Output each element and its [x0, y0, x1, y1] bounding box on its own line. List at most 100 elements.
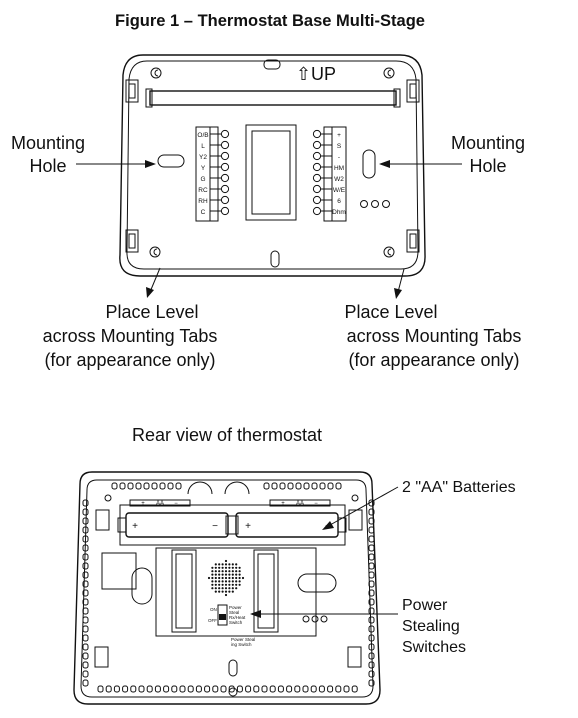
- terminal-screw-icon: [312, 151, 322, 161]
- switch-leader: [250, 610, 398, 618]
- battery-right: [235, 512, 339, 538]
- left-terminal-label: L: [201, 143, 205, 150]
- battery-callout-label: 2 "AA" Batteries: [402, 479, 516, 496]
- right-terminal-label: 6: [337, 198, 341, 205]
- right-level-label-line2: across Mounting Tabs: [347, 326, 522, 346]
- terminal-screw-icon: [220, 140, 230, 150]
- base-outline: [119, 54, 426, 277]
- switch-callout-line2: Stealing: [402, 618, 460, 635]
- thermostat-base: ⇧UP: [119, 54, 426, 277]
- battery-text-left: AA: [156, 501, 164, 507]
- right-level-leader: [394, 268, 405, 299]
- left-terminal-label: O/B: [197, 132, 208, 139]
- battery-minus-right-text: −: [314, 501, 318, 507]
- battery-minus-left-text: −: [174, 501, 178, 507]
- left-level-leader: [146, 267, 161, 298]
- terminal-screw-icon: [220, 195, 230, 205]
- battery-leader: [322, 486, 399, 530]
- left-level-label-line2: across Mounting Tabs: [43, 326, 218, 346]
- terminal-screw-icon: [312, 173, 322, 183]
- terminal-screw-icon: [220, 206, 230, 216]
- left-level-label-line3: (for appearance only): [44, 350, 215, 370]
- left-hole-leader: [76, 160, 156, 168]
- left-terminal-label: RC: [198, 187, 208, 194]
- rear-left-square: [101, 552, 137, 590]
- left-terminal-label: Y2: [199, 154, 207, 161]
- corner-screw-icons: [149, 67, 395, 258]
- terminal-screw-icon: [220, 129, 230, 139]
- terminal-screw-icon: [220, 151, 230, 161]
- right-hole-label-line1: Mounting: [451, 133, 525, 153]
- left-level-label-line1: Place Level: [105, 302, 198, 322]
- rear-left-oval: [131, 567, 153, 605]
- power-stealing-switch-block: ON OFF Power Steal Rx/Heat Switch: [208, 604, 246, 626]
- rear-outline: [73, 471, 381, 705]
- right-hole-label-line2: Hole: [469, 156, 506, 176]
- terminal-screw-icon: [312, 129, 322, 139]
- terminal-screw-icon: [220, 162, 230, 172]
- left-hole-label-line1: Mounting: [11, 133, 85, 153]
- switch-callout-line3: Switches: [402, 639, 466, 656]
- terminal-screw-icon: [220, 184, 230, 194]
- right-terminal-label: S: [337, 143, 342, 150]
- base-inner-outline: [126, 60, 419, 270]
- right-terminal-label: W2: [334, 176, 344, 183]
- battery-text-right: AA: [296, 501, 304, 507]
- battery-plus-left-end-text: +: [132, 521, 138, 532]
- center-window-inner: [251, 130, 291, 215]
- center-window-outer: [245, 124, 297, 221]
- switch-name-label: Rx/Heat: [229, 615, 246, 620]
- left-terminal-label: Y: [201, 165, 206, 172]
- top-bumps: [104, 481, 359, 502]
- rear-indicator-dots: [302, 615, 328, 623]
- terminal-screw-icon: [312, 140, 322, 150]
- rear-side-clips: [94, 509, 363, 668]
- right-level-label-line3: (for appearance only): [348, 350, 519, 370]
- terminal-screw-icon: [220, 173, 230, 183]
- up-label: ⇧UP: [296, 64, 336, 84]
- top-slot: [263, 59, 281, 70]
- left-terminal-label: RH: [198, 198, 208, 205]
- bottom-small-label-line1: Power Steal: [231, 637, 255, 642]
- left-terminal-strip: O/B L Y2 Y G RC RH C: [195, 126, 230, 222]
- left-terminal-label: G: [200, 176, 205, 183]
- battery-compartment: AA AA + − + − − + + −: [117, 499, 347, 546]
- right-terminal-label: +: [337, 132, 341, 139]
- battery-center-clip: [225, 515, 239, 535]
- left-mounting-hole: [157, 154, 185, 168]
- right-terminal-label: HM: [334, 165, 344, 172]
- figure-title: Figure 1 – Thermostat Base Multi-Stage: [115, 12, 425, 30]
- terminal-screw-icon: [312, 184, 322, 194]
- battery-minus-center-text: −: [212, 521, 218, 532]
- vent-slots: [82, 482, 375, 693]
- switch-slider: [217, 604, 228, 626]
- bottom-slot: [270, 250, 280, 268]
- right-terminal-strip: + S - HM W2 W/E 6 Dhm: [312, 126, 347, 222]
- speaker-grill: [207, 559, 245, 597]
- battery-contact-left: [117, 517, 127, 533]
- right-level-label-line1: Place Level: [344, 302, 437, 322]
- top-bar: [145, 88, 401, 108]
- switch-knob: [219, 614, 226, 620]
- battery-plus-center-text: +: [245, 521, 251, 532]
- terminal-screw-icon: [312, 195, 322, 205]
- right-terminal-label: Dhm: [332, 209, 346, 216]
- rear-right-oval: [297, 573, 337, 593]
- left-terminal-label: C: [201, 209, 206, 216]
- right-mounting-hole: [362, 149, 376, 179]
- right-terminal-label: W/E: [333, 187, 346, 194]
- terminal-screw-icon: [312, 206, 322, 216]
- battery-plus-left-text: +: [141, 501, 145, 507]
- right-hole-leader: [379, 160, 462, 168]
- switch-callout-line1: Power: [402, 597, 448, 614]
- switch-off-label: OFF: [208, 618, 217, 623]
- terminal-screw-icon: [312, 162, 322, 172]
- rear-thermostat: AA AA + − + − − + + −: [73, 471, 381, 705]
- left-hole-label-line2: Hole: [29, 156, 66, 176]
- rear-view-caption: Rear view of thermostat: [132, 425, 322, 445]
- right-terminal-label: -: [338, 154, 340, 161]
- switch-name-label: Switch: [229, 620, 243, 625]
- bottom-small-label-line2: ing Switch: [231, 642, 252, 647]
- mounting-tab-icons: [125, 79, 420, 253]
